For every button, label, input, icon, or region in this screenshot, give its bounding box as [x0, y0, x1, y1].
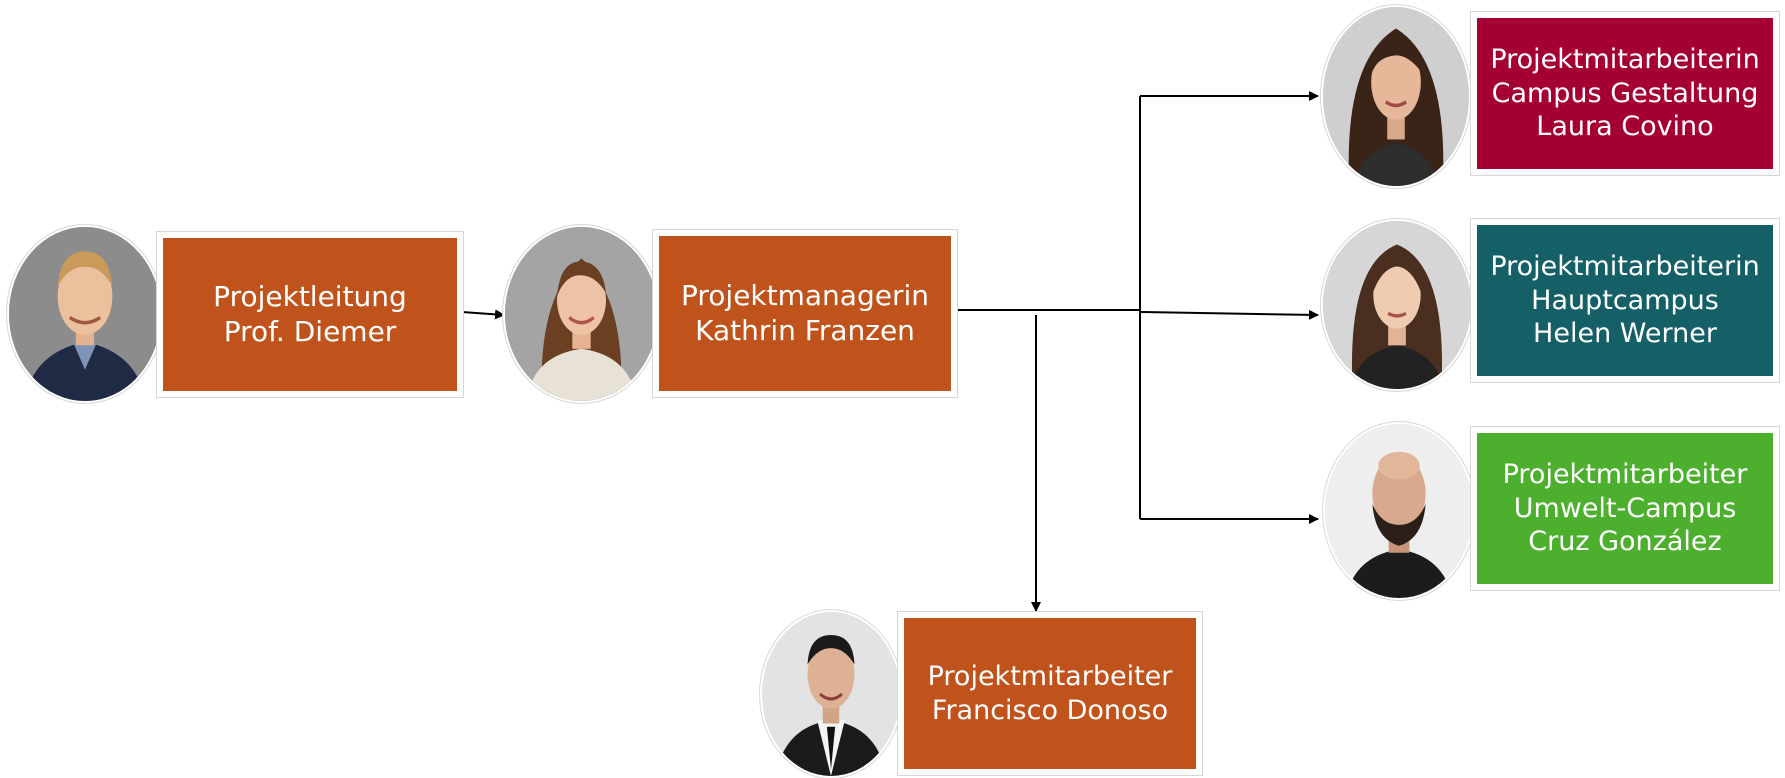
- staff-gestaltung-photo: [1321, 5, 1471, 188]
- staff-gestaltung-name: Laura Covino: [1536, 111, 1714, 143]
- staff-haupt-campus: Hauptcampus: [1531, 284, 1719, 316]
- manager-name: Kathrin Franzen: [695, 313, 915, 347]
- staff-umwelt-name: Cruz González: [1528, 526, 1722, 558]
- staff-umwelt-box: Projektmitarbeiter Umwelt-Campus Cruz Go…: [1470, 426, 1780, 591]
- staff-donoso-box: Projektmitarbeiter Francisco Donoso: [897, 611, 1203, 776]
- staff-gestaltung-campus: Campus Gestaltung: [1491, 77, 1759, 109]
- portrait-man-blond-icon: [9, 227, 161, 401]
- manager-photo: [503, 225, 660, 403]
- staff-donoso-name: Francisco Donoso: [931, 694, 1169, 726]
- portrait-woman-dark-hair-icon: [1323, 221, 1471, 389]
- arrow-lead-to-manager: [461, 309, 505, 320]
- lead-name: Prof. Diemer: [223, 314, 397, 348]
- lead-role: Projektleitung: [213, 279, 407, 313]
- lead-photo: [7, 225, 163, 403]
- staff-gestaltung-box: Projektmitarbeiterin Campus Gestaltung L…: [1470, 11, 1780, 176]
- staff-haupt-photo: [1321, 219, 1473, 391]
- staff-umwelt-photo: [1323, 422, 1475, 600]
- manager-box: Projektmanagerin Kathrin Franzen: [652, 229, 958, 398]
- portrait-woman-dark-hair-icon: [1323, 7, 1469, 186]
- staff-haupt-box: Projektmitarbeiterin Hauptcampus Helen W…: [1470, 218, 1780, 383]
- staff-umwelt-campus: Umwelt-Campus: [1513, 492, 1737, 524]
- portrait-man-bald-beard-icon: [1325, 424, 1473, 598]
- staff-haupt-name: Helen Werner: [1533, 318, 1717, 350]
- arrow-to-staff-haupt: [1139, 309, 1319, 320]
- staff-umwelt-role: Projektmitarbeiter: [1502, 459, 1748, 491]
- staff-gestaltung-role: Projektmitarbeiterin: [1490, 44, 1760, 76]
- manager-role: Projektmanagerin: [681, 278, 929, 312]
- portrait-woman-brown-hair-icon: [505, 227, 658, 401]
- staff-haupt-role: Projektmitarbeiterin: [1490, 251, 1760, 283]
- staff-donoso-role: Projektmitarbeiter: [927, 661, 1173, 693]
- lead-box: Projektleitung Prof. Diemer: [156, 231, 464, 398]
- portrait-man-suit-icon: [762, 612, 900, 776]
- staff-donoso-photo: [760, 610, 902, 778]
